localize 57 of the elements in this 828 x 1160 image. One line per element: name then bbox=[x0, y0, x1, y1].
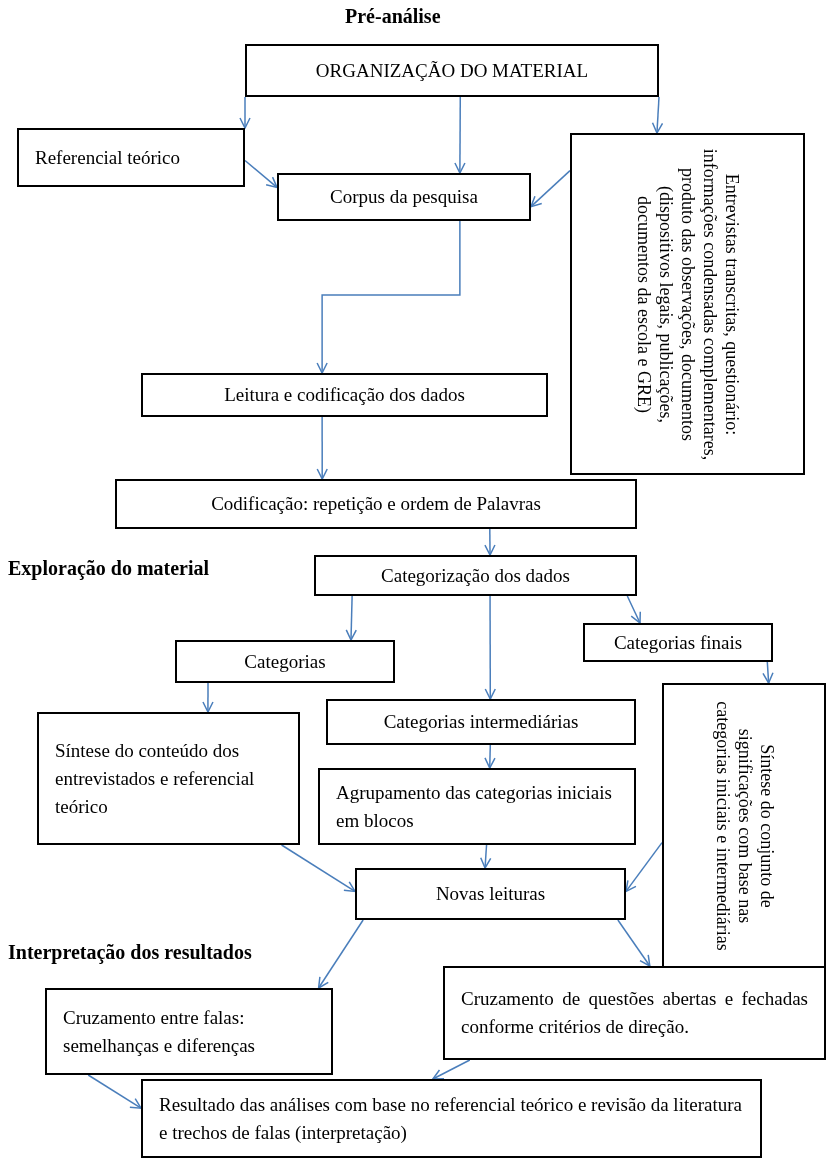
section-heading: Exploração do material bbox=[8, 556, 210, 581]
arrow bbox=[484, 744, 496, 769]
process-box bbox=[314, 555, 637, 596]
node-text: Codificação: repetição e ordem de Palavras bbox=[210, 492, 542, 516]
arrow bbox=[484, 528, 496, 556]
arrow bbox=[239, 96, 251, 129]
process-box bbox=[583, 623, 773, 662]
arrow bbox=[316, 416, 328, 480]
node-text: Corpus da pesquisa bbox=[329, 185, 479, 209]
process-box bbox=[175, 640, 395, 683]
node-text: Síntese do conjunto de significações com base nas categorias iniciais e intermediárias bbox=[711, 699, 777, 953]
node-text: Resultado das análises com base no referencial teórico e revisão da literatura e trechos de falas (interpretação) bbox=[159, 1092, 743, 1145]
process-box bbox=[326, 699, 636, 745]
arrow bbox=[479, 844, 492, 869]
node-text: Cruzamento entre falas: semelhanças e diferenças bbox=[63, 1005, 256, 1058]
node-text: Novas leituras bbox=[434, 882, 547, 906]
process-box bbox=[17, 128, 245, 187]
process-box bbox=[115, 479, 637, 529]
process-box bbox=[277, 173, 531, 221]
section-heading: Interpretação dos resultados bbox=[8, 940, 252, 965]
arrow bbox=[316, 220, 461, 374]
node-text: Leitura e codificação dos dados bbox=[223, 383, 466, 407]
node-text: Cruzamento de questões abertas e fechadas conforme critérios de direção. bbox=[461, 987, 808, 1039]
arrow bbox=[762, 661, 774, 684]
process-box bbox=[141, 373, 548, 417]
node-text: Agrupamento das categorias iniciais em blocos bbox=[336, 780, 613, 833]
arrow bbox=[87, 1074, 142, 1109]
arrow bbox=[244, 159, 278, 189]
section-heading: Pré-análise bbox=[345, 4, 441, 29]
arrow bbox=[530, 169, 571, 208]
process-box bbox=[662, 683, 826, 968]
process-box bbox=[318, 768, 636, 845]
arrow bbox=[617, 919, 651, 967]
node-text: Referencial teórico bbox=[35, 145, 182, 170]
arrow bbox=[317, 919, 364, 989]
node-text: Categorias finais bbox=[612, 630, 744, 655]
node-text: Entrevistas transcritas, questionário: informações condensadas complementares, produto das observações, documentos (dispositivos legais, publicações, documentos da escola e GRE) bbox=[632, 147, 743, 461]
arrow bbox=[345, 595, 357, 641]
process-box bbox=[37, 712, 300, 845]
process-box bbox=[443, 966, 826, 1060]
node-text: Categorias intermediárias bbox=[382, 710, 580, 734]
process-box bbox=[570, 133, 805, 475]
process-box bbox=[355, 868, 626, 920]
arrow bbox=[202, 682, 214, 713]
node-text: Categorização dos dados bbox=[380, 563, 571, 588]
process-box bbox=[141, 1079, 762, 1158]
arrow bbox=[454, 96, 466, 174]
arrow bbox=[626, 595, 641, 624]
arrow bbox=[280, 844, 356, 893]
process-box bbox=[45, 988, 333, 1075]
node-text: ORGANIZAÇÃO DO MATERIAL bbox=[314, 58, 590, 83]
arrow bbox=[651, 96, 664, 134]
arrow bbox=[484, 595, 496, 700]
node-text: Síntese do conteúdo dos entrevistados e referencial teórico bbox=[55, 738, 256, 819]
arrow bbox=[625, 841, 663, 893]
process-box bbox=[245, 44, 659, 97]
node-text: Categorias bbox=[243, 649, 327, 674]
